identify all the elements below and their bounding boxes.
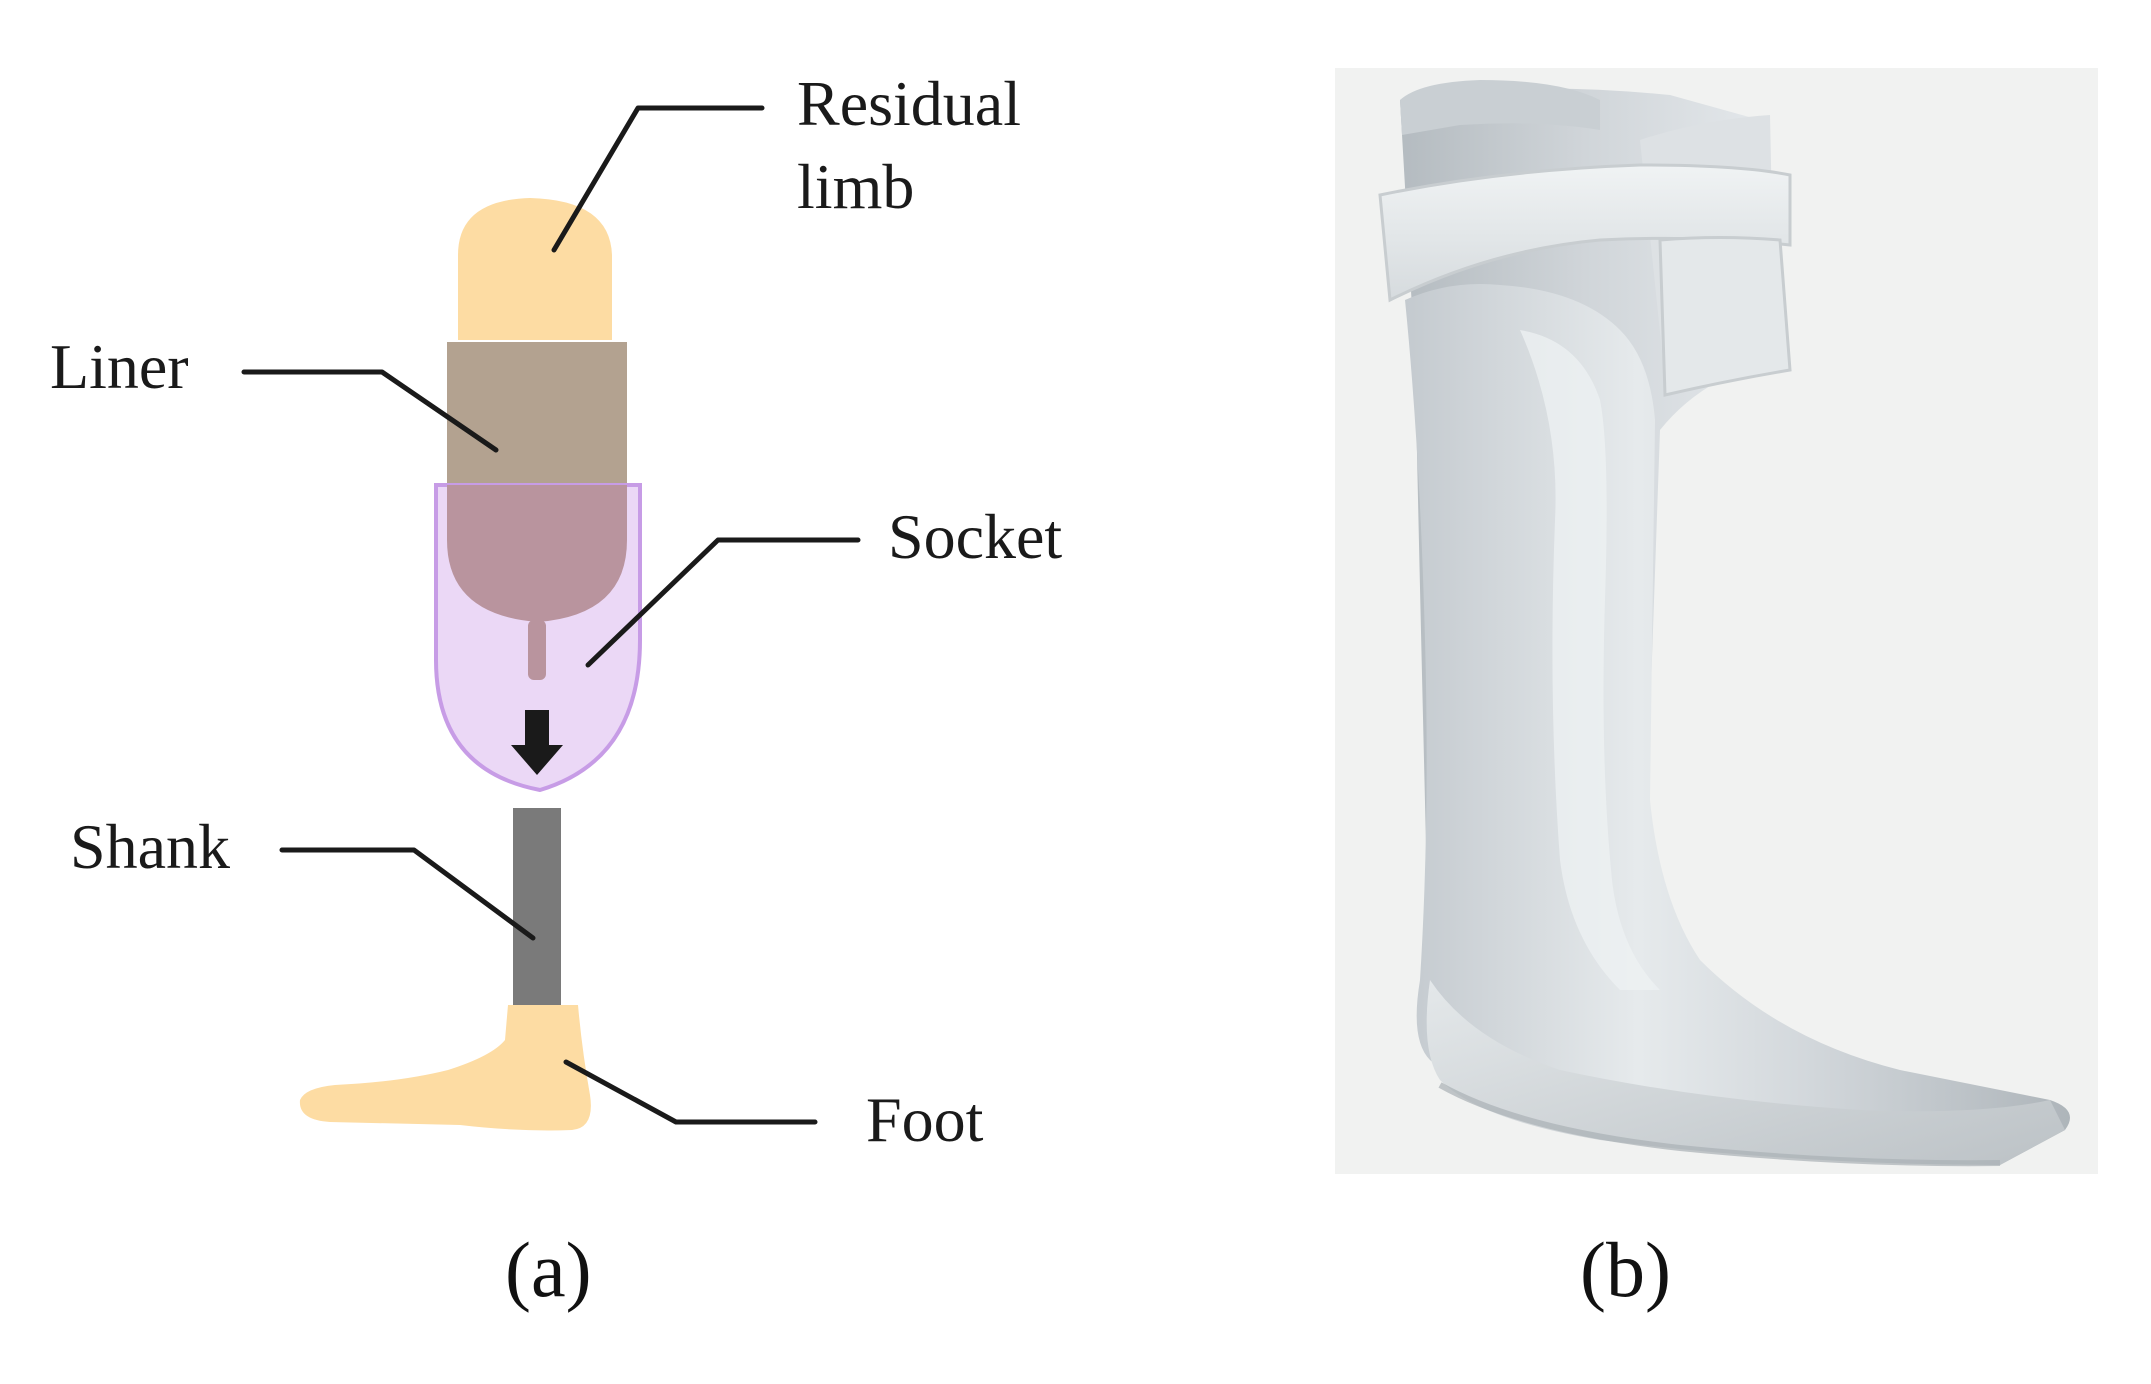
leader-shank [279, 847, 536, 941]
label-socket: Socket [888, 501, 1063, 572]
orthosis-strap-fold [1658, 236, 1792, 397]
label-residual-limb-line2: limb [797, 151, 915, 223]
leader-foot [563, 1059, 818, 1125]
shank-shape [513, 808, 561, 1008]
label-residual-limb: Residual limb [797, 62, 1021, 228]
leader-socket [585, 537, 861, 668]
down-arrow-icon [511, 710, 563, 775]
caption-panel-a: (a) [505, 1226, 592, 1313]
orthosis-shell-rim [1400, 80, 1600, 135]
orthosis-foot-plate [1426, 980, 2065, 1165]
residual-limb-shape [458, 198, 612, 340]
caption-panel-b: (b) [1580, 1226, 1671, 1313]
panel-b-orthosis-image [1335, 68, 2098, 1174]
panel-a-prosthesis-diagram [241, 105, 861, 1131]
label-foot: Foot [866, 1084, 984, 1155]
liner-shape [447, 342, 627, 485]
label-liner: Liner [50, 331, 189, 402]
label-residual-limb-line1: Residual [797, 68, 1021, 139]
leader-residual-limb [551, 105, 765, 253]
liner-pin [528, 620, 546, 680]
liner-in-socket-shape [447, 485, 627, 622]
label-shank: Shank [70, 811, 230, 882]
leader-lines [241, 105, 861, 1125]
foot-shape [299, 1005, 591, 1131]
orthosis-shell-highlight [1520, 330, 1660, 990]
orthosis-velcro-strap [1378, 163, 1792, 303]
orthosis-sole-shadow [1438, 1082, 2001, 1167]
leader-liner [241, 369, 499, 453]
